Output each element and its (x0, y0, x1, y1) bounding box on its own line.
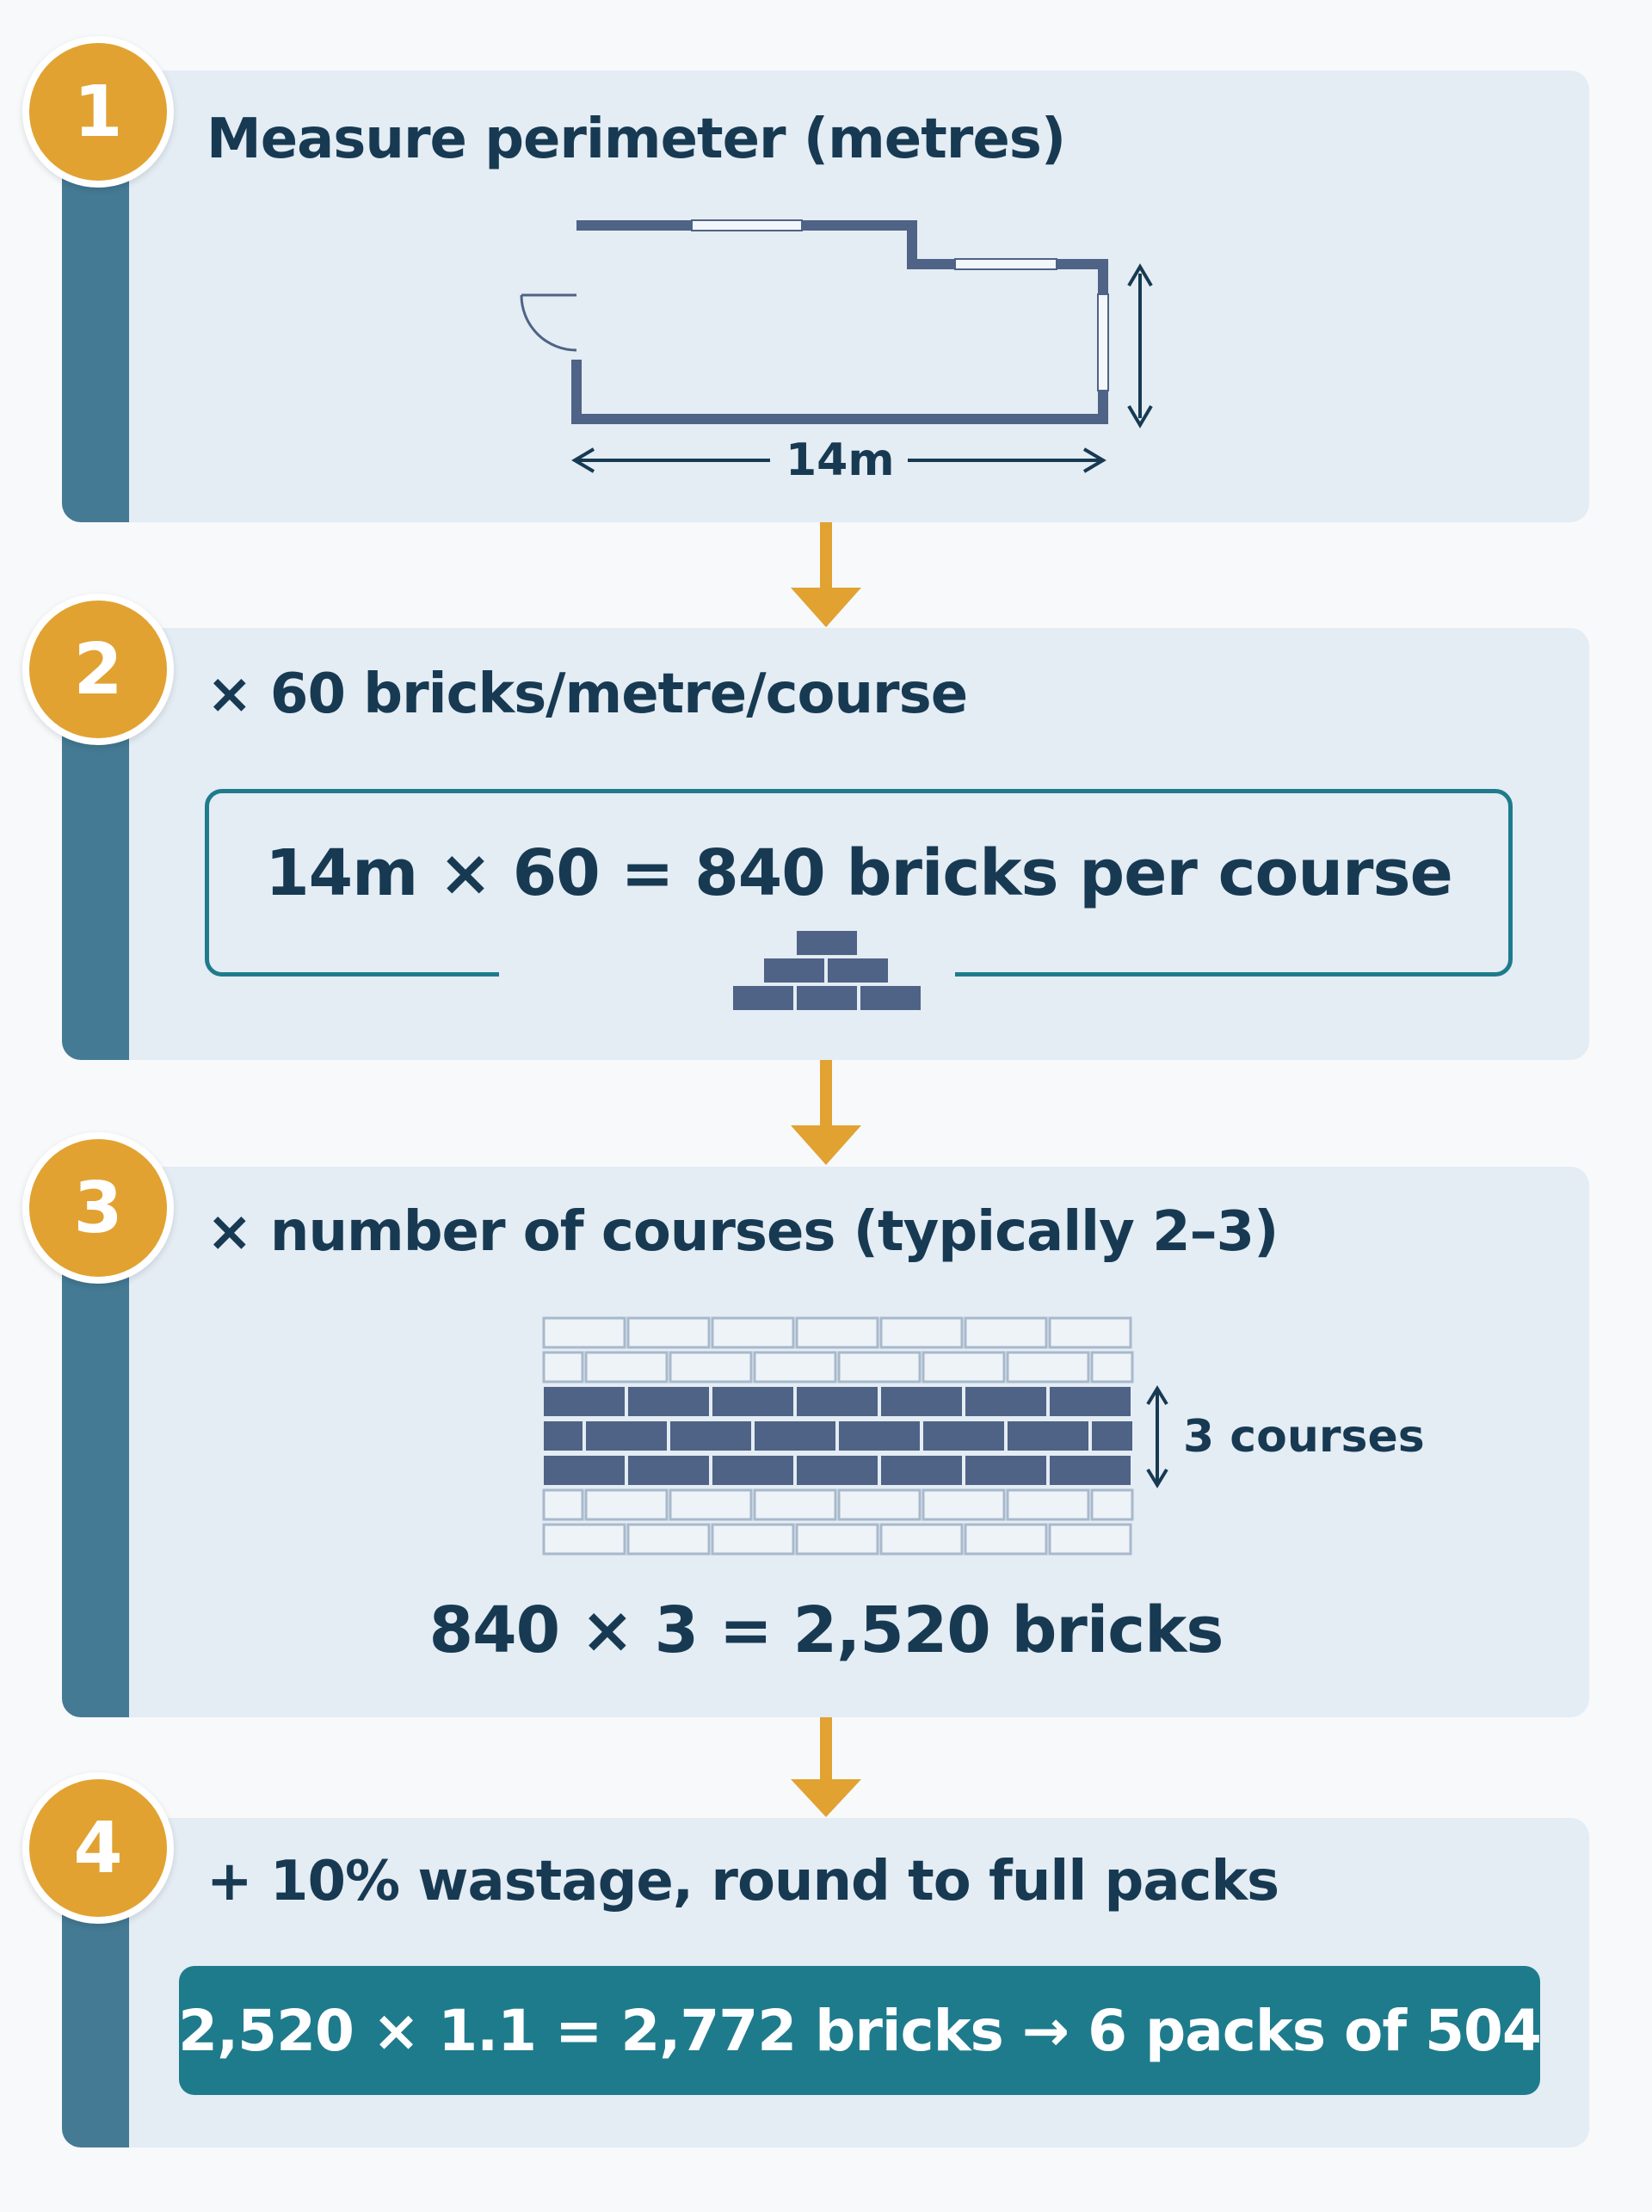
course-brick-19 (881, 1387, 962, 1416)
outline-brick-49 (879, 1523, 964, 1556)
length-dimension-label: 14m (786, 434, 895, 486)
course-brick-30 (544, 1456, 625, 1485)
flow-arrow-2 (791, 1060, 861, 1165)
outline-brick-46 (626, 1523, 711, 1556)
outline-brick-42 (922, 1488, 1006, 1521)
flow-arrow-3 (791, 1717, 861, 1817)
course-brick-31 (628, 1456, 709, 1485)
step-3-heading: × number of courses (typically 2–3) (206, 1200, 1279, 1264)
courses-dimension-arrow (1146, 1385, 1168, 1488)
course-brick-21 (1050, 1387, 1131, 1416)
outline-brick-11 (837, 1351, 922, 1383)
courses-label: 3 courses (1183, 1411, 1425, 1463)
step-1-heading: Measure perimeter (metres) (206, 108, 1066, 171)
step-1-badge: 1 (22, 36, 174, 188)
outline-brick-1 (626, 1316, 711, 1349)
course-brick-16 (628, 1387, 709, 1416)
step-3-result: 840 × 3 = 2,520 bricks (428, 1593, 1224, 1667)
final-result-bar: 2,520 × 1.1 = 2,772 bricks → 6 packs of … (178, 1966, 1542, 2095)
step-2-badge: 2 (22, 594, 174, 745)
course-brick-23 (586, 1421, 667, 1451)
course-brick-25 (755, 1421, 835, 1451)
course-brick-20 (965, 1387, 1046, 1416)
course-brick-28 (1008, 1421, 1088, 1451)
door-swing-arc (520, 294, 577, 352)
course-brick-32 (712, 1456, 793, 1485)
window-right-side (1097, 293, 1109, 391)
length-arrow-right (1082, 447, 1106, 473)
course-brick-22 (544, 1421, 583, 1451)
length-arrow-left (571, 447, 595, 473)
outline-brick-50 (964, 1523, 1048, 1556)
outline-brick-43 (1006, 1488, 1090, 1521)
brick-wall-diagram (542, 1316, 1134, 1556)
outline-brick-38 (584, 1488, 669, 1521)
final-result-text: 2,520 × 1.1 = 2,772 bricks → 6 packs of … (178, 1997, 1542, 2064)
outline-brick-6 (1048, 1316, 1132, 1349)
calculation-text: 14m × 60 = 840 bricks per course (265, 836, 1453, 910)
course-brick-27 (923, 1421, 1004, 1451)
course-brick-15 (544, 1387, 625, 1416)
outline-brick-10 (753, 1351, 837, 1383)
course-brick-29 (1092, 1421, 1132, 1451)
outline-brick-48 (795, 1523, 879, 1556)
flow-arrow-1 (791, 522, 861, 627)
outline-brick-8 (584, 1351, 669, 1383)
floor-plan-diagram (520, 219, 1153, 473)
outline-brick-4 (879, 1316, 964, 1349)
room-outline (571, 220, 1108, 424)
course-brick-34 (881, 1456, 962, 1485)
outline-brick-3 (795, 1316, 879, 1349)
outline-brick-47 (711, 1523, 795, 1556)
course-brick-17 (712, 1387, 793, 1416)
outline-brick-41 (837, 1488, 922, 1521)
outline-brick-7 (542, 1351, 584, 1383)
window-top (691, 219, 803, 231)
outline-brick-13 (1006, 1351, 1090, 1383)
height-arrow-up (1127, 263, 1153, 287)
step-2-heading: × 60 bricks/metre/course (206, 662, 968, 726)
calculation-box: 14m × 60 = 840 bricks per course (205, 789, 1513, 977)
outline-brick-12 (922, 1351, 1006, 1383)
course-brick-18 (797, 1387, 878, 1416)
course-brick-35 (965, 1456, 1046, 1485)
outline-brick-44 (1090, 1488, 1134, 1521)
outline-brick-9 (669, 1351, 753, 1383)
brick-stack-icon (733, 931, 921, 1010)
outline-brick-0 (542, 1316, 626, 1349)
outline-brick-39 (669, 1488, 753, 1521)
step-3-badge: 3 (22, 1132, 174, 1284)
step-4-badge: 4 (22, 1772, 174, 1924)
outline-brick-51 (1048, 1523, 1132, 1556)
course-brick-33 (797, 1456, 878, 1485)
outline-brick-5 (964, 1316, 1048, 1349)
outline-brick-45 (542, 1523, 626, 1556)
outline-brick-14 (1090, 1351, 1134, 1383)
course-brick-24 (670, 1421, 751, 1451)
outline-brick-2 (711, 1316, 795, 1349)
course-brick-26 (839, 1421, 920, 1451)
course-brick-36 (1050, 1456, 1131, 1485)
height-arrow-down (1127, 404, 1153, 428)
step-4-heading: + 10% wastage, round to full packs (206, 1850, 1279, 1913)
window-right-top (954, 258, 1057, 270)
outline-brick-40 (753, 1488, 837, 1521)
outline-brick-37 (542, 1488, 584, 1521)
